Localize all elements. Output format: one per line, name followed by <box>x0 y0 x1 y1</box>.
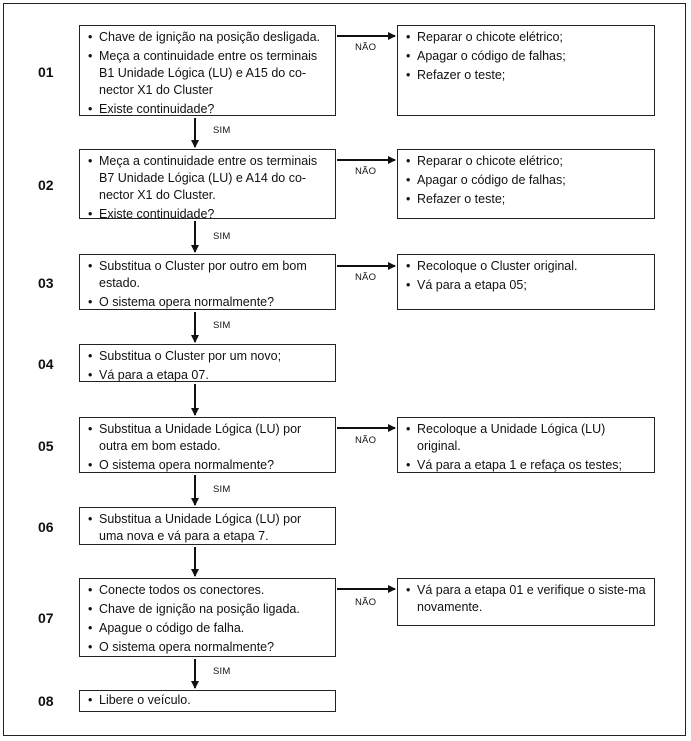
step-number-05: 05 <box>38 438 54 454</box>
step-item: O sistema opera normalmente? <box>88 457 327 474</box>
outcome-item: Vá para a etapa 1 e refaça os testes; <box>406 457 646 474</box>
step-item: Substitua a Unidade Lógica (LU) por outr… <box>88 421 327 455</box>
no-label-07: NÃO <box>355 597 377 608</box>
step-item: Chave de ignição na posição ligada. <box>88 601 327 618</box>
outcome-item: Vá para a etapa 01 e verifique o siste-m… <box>406 582 646 616</box>
step-item: Apague o código de falha. <box>88 620 327 637</box>
yes-label-03: SIM <box>213 320 231 331</box>
step-box-08: Libere o veículo. <box>79 690 336 712</box>
step-item: O sistema opera normalmente? <box>88 639 327 656</box>
no-label-05: NÃO <box>355 435 377 446</box>
outcome-item: Reparar o chicote elétrico; <box>406 153 646 170</box>
diagram-frame <box>3 3 686 736</box>
step-box-05: Substitua a Unidade Lógica (LU) por outr… <box>79 417 336 474</box>
step-box-06: Substitua a Unidade Lógica (LU) por uma … <box>79 507 336 545</box>
step-item: Existe continuidade? <box>88 101 327 118</box>
step-number-04: 04 <box>38 356 54 372</box>
yes-label-05: SIM <box>213 484 231 495</box>
step-box-02: Meça a continuidade entre os terminais B… <box>79 149 336 223</box>
no-label-02: NÃO <box>355 166 377 177</box>
step-item: O sistema opera normalmente? <box>88 294 327 311</box>
no-label-03: NÃO <box>355 272 377 283</box>
step-number-01: 01 <box>38 64 54 80</box>
outcome-item: Apagar o código de falhas; <box>406 172 646 189</box>
no-outcome-box-01: Reparar o chicote elétrico; Apagar o cód… <box>397 25 655 116</box>
step-item: Libere o veículo. <box>88 692 327 709</box>
yes-label-01: SIM <box>213 125 231 136</box>
no-outcome-box-02: Reparar o chicote elétrico; Apagar o cód… <box>397 149 655 219</box>
step-box-01: Chave de ignição na posição desligada. M… <box>79 25 336 118</box>
step-box-04: Substitua o Cluster por um novo; Vá para… <box>79 344 336 384</box>
no-label-01: NÃO <box>355 42 377 53</box>
step-item: Conecte todos os conectores. <box>88 582 327 599</box>
outcome-item: Apagar o código de falhas; <box>406 48 646 65</box>
step-number-07: 07 <box>38 610 54 626</box>
step-item: Substitua a Unidade Lógica (LU) por uma … <box>88 511 327 545</box>
step-number-03: 03 <box>38 275 54 291</box>
step-item: Substitua o Cluster por outro em bom est… <box>88 258 327 292</box>
step-number-02: 02 <box>38 177 54 193</box>
no-outcome-box-05: Recoloque a Unidade Lógica (LU) original… <box>397 417 655 474</box>
outcome-item: Refazer o teste; <box>406 191 646 208</box>
outcome-item: Vá para a etapa 05; <box>406 277 646 294</box>
step-number-06: 06 <box>38 519 54 535</box>
step-item: Meça a continuidade entre os terminais B… <box>88 153 327 204</box>
yes-label-07: SIM <box>213 666 231 677</box>
outcome-item: Recoloque a Unidade Lógica (LU) original… <box>406 421 646 455</box>
step-item: Existe continuidade? <box>88 206 327 223</box>
no-outcome-box-03: Recoloque o Cluster original. Vá para a … <box>397 254 655 310</box>
step-item: Vá para a etapa 07. <box>88 367 327 384</box>
step-box-03: Substitua o Cluster por outro em bom est… <box>79 254 336 311</box>
outcome-item: Recoloque o Cluster original. <box>406 258 646 275</box>
outcome-item: Refazer o teste; <box>406 67 646 84</box>
step-item: Chave de ignição na posição desligada. <box>88 29 327 46</box>
step-box-07: Conecte todos os conectores. Chave de ig… <box>79 578 336 657</box>
outcome-item: Reparar o chicote elétrico; <box>406 29 646 46</box>
step-item: Meça a continuidade entre os terminais B… <box>88 48 327 99</box>
no-outcome-box-07: Vá para a etapa 01 e verifique o siste-m… <box>397 578 655 626</box>
step-number-08: 08 <box>38 693 54 709</box>
yes-label-02: SIM <box>213 231 231 242</box>
step-item: Substitua o Cluster por um novo; <box>88 348 327 365</box>
